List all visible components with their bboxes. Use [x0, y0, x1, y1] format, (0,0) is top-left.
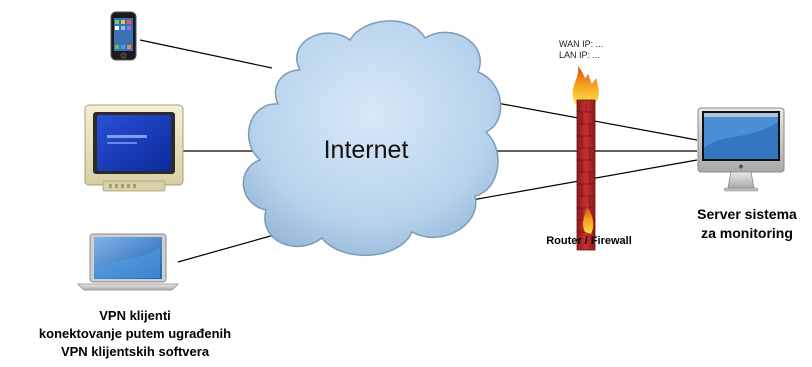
server-label: Server sistema za monitoring — [682, 205, 812, 243]
firewall-icon — [572, 66, 599, 251]
line-laptop-cloud — [177, 234, 275, 263]
line-phone-cloud — [139, 39, 273, 69]
ip-info: WAN IP: ... LAN IP: ... — [559, 39, 603, 61]
laptop-icon — [77, 233, 179, 291]
router-firewall-label: Router / Firewall — [546, 235, 632, 247]
server-label-line2: za monitoring — [701, 225, 793, 241]
clients-label-line1: VPN klijenti — [99, 308, 171, 323]
clients-label-line3: VPN klijentskih softvera — [60, 344, 210, 359]
vpn-clients-label: VPN klijenti konektovanje putem ugrađeni… — [0, 307, 270, 361]
clients-label-line2: konektovanje putem ugrađenih — [38, 326, 232, 341]
server-label-line1: Server sistema — [697, 206, 797, 222]
crt-monitor-icon — [84, 104, 184, 192]
imac-icon — [697, 107, 785, 192]
wan-ip-text: WAN IP: ... — [559, 39, 604, 49]
lan-ip-text: LAN IP: ... — [559, 50, 601, 60]
cloud-icon — [242, 20, 502, 256]
internet-label: Internet — [323, 136, 409, 164]
phone-icon — [110, 11, 137, 61]
